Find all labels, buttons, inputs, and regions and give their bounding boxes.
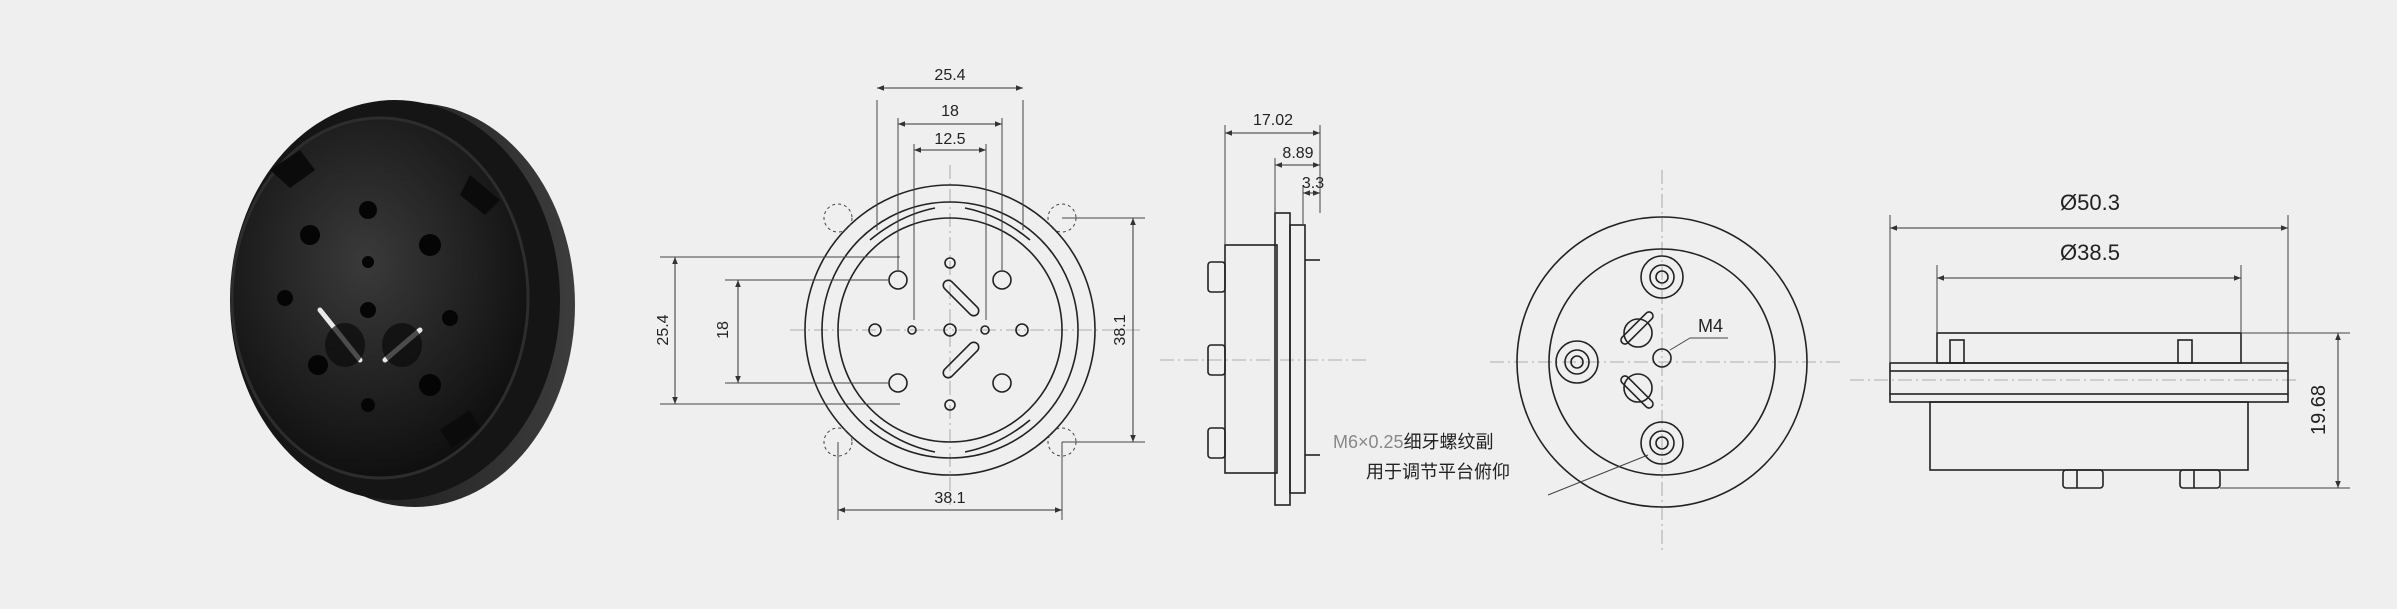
m4-label: M4	[1698, 316, 1723, 336]
front-dim-bottom: 38.1	[934, 490, 965, 507]
render-hole	[419, 234, 441, 256]
render-top-slot	[270, 150, 315, 188]
side-body	[1224, 244, 1278, 474]
side-dim-2: 8.89	[1282, 145, 1313, 162]
render-pin-socket	[382, 323, 422, 367]
back-inner-circle	[1548, 248, 1776, 476]
profile-height: 19.68	[2308, 385, 2330, 435]
render-hole	[360, 302, 376, 318]
side-dim-3: 3.3	[1302, 175, 1324, 192]
thread-note-line2: 用于调节平台俯仰	[1366, 462, 1510, 482]
render-hole	[277, 290, 293, 306]
thread-note-rest: 细牙螺纹副	[1404, 432, 1494, 452]
front-inner-circle	[837, 217, 1063, 443]
back-outer-circle	[1516, 216, 1808, 508]
front-flange-circle	[821, 201, 1079, 459]
render-hole	[419, 374, 441, 396]
front-dim-left-1: 25.4	[655, 314, 672, 345]
profile-flange-upper	[1889, 362, 2289, 372]
front-dim-top-1: 25.4	[934, 67, 965, 84]
profile-flange-lower	[1889, 393, 2289, 403]
render-hole	[308, 355, 328, 375]
profile-view: Ø50.3 Ø38.5 19.68	[1850, 190, 2350, 489]
render-bottom-slot	[440, 410, 480, 448]
side-view: 17.02 8.89 3.3	[1160, 112, 1370, 506]
render-hole	[442, 310, 458, 326]
front-view: 25.4 18 12.5 25.4 18 38.1 38.1	[655, 67, 1145, 520]
profile-body	[1929, 401, 2249, 471]
back-view: M4 M6×0.25细牙螺纹副 用于调节平台俯仰	[1333, 170, 1840, 550]
product-render	[230, 100, 575, 507]
profile-dia-outer: Ø50.3	[2060, 190, 2120, 215]
front-dim-top-3: 12.5	[934, 131, 965, 148]
side-dim-1: 17.02	[1253, 112, 1293, 129]
front-dim-right: 38.1	[1112, 314, 1129, 345]
thread-note-spec: M6×0.25	[1333, 432, 1404, 452]
render-pin-socket	[325, 323, 365, 367]
front-outer-circle	[804, 184, 1096, 476]
front-dim-left-2: 18	[715, 321, 732, 339]
thread-note-line1: M6×0.25细牙螺纹副	[1333, 432, 1494, 452]
profile-top-block	[1936, 332, 2242, 364]
render-hole	[359, 201, 377, 219]
m4-hole	[1652, 348, 1672, 368]
render-hole	[300, 225, 320, 245]
render-right-slot	[460, 175, 500, 215]
render-face	[230, 116, 530, 480]
side-plate	[1289, 224, 1306, 494]
render-hole	[361, 398, 375, 412]
front-dim-top-2: 18	[941, 103, 959, 120]
render-hole	[362, 256, 374, 268]
profile-dia-inner: Ø38.5	[2060, 240, 2120, 265]
